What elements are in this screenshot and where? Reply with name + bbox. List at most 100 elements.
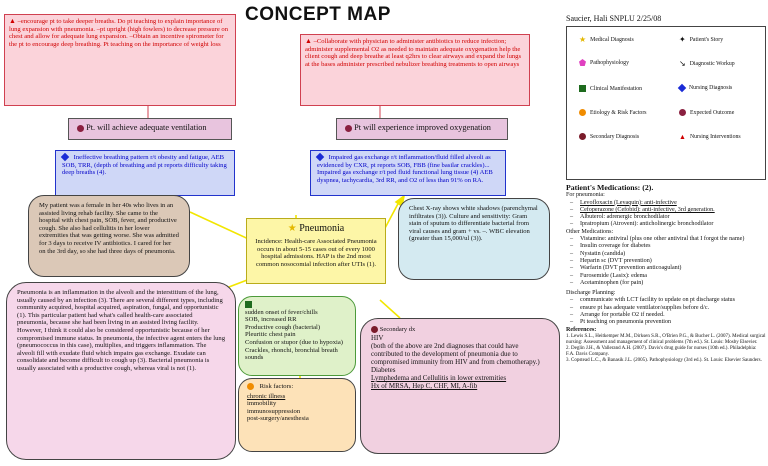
med-item: Cefoperazone (Cefobid): anti-infective, … [566,207,766,215]
risk-item: post-surgery/anesthesia [247,415,309,423]
diagnosis-heading: Pneumonia [299,223,345,234]
discharge-item: communicate with LCT facility to update … [566,297,766,305]
triangle-icon: ▲ [679,133,686,141]
manifestation-item: SOB, increased RR [245,316,297,324]
legend-label: Etiology & Risk Factors [590,109,647,116]
star-outline-icon: ✦ [679,35,686,44]
secondary-hiv-note: (both of the above are 2nd diagnoses tha… [371,342,540,366]
legend-label: Nursing Interventions [689,134,741,140]
outcome-dot-icon [679,109,686,116]
med-item: Heparin sc (DVT prevention) [566,258,766,266]
medications-heading: Patient's Medications: (2). [566,183,654,192]
intervention-left: ▲ –encourage pt to take deeper breaths. … [4,14,236,106]
discharge-item: Arrange for portable O2 if needed. [566,312,766,320]
page-title: CONCEPT MAP [245,4,391,25]
pneumonia-med-list: Levofloxacin (Levaquin): anti-infective … [566,200,766,229]
med-item: Levofloxacin (Levaquin): anti-infective [566,200,766,208]
legend-diagnostic-workup: ↘Diagnostic Workup [679,59,735,68]
legend: ★Medical Diagnosis ✦Patient's Story Path… [566,26,766,180]
outcome-dot-icon [77,124,84,132]
legend-patients-story: ✦Patient's Story [679,35,723,44]
legend-medical-diagnosis: ★Medical Diagnosis [579,35,634,44]
risk-item: chronic illness [247,392,286,400]
orange-circle-icon [579,109,586,116]
legend-label: Pathophysiology [590,59,629,66]
legend-etiology: Etiology & Risk Factors [579,109,647,116]
reference-item: 3. Copstead L.C., & Banasik J.L. (2005).… [566,357,762,363]
discharge-list: communicate with LCT facility to update … [566,297,766,326]
pathophysiology: Pneumonia is an inflammation in the alve… [6,282,236,460]
intervention-left-text: –encourage pt to take deeper breaths. Do… [9,18,229,48]
legend-clinical-manifestation: Clinical Manifestation [579,85,642,92]
legend-pathophysiology: Pathophysiology [579,59,629,66]
references-heading: References: [566,326,597,333]
secondary-diabetes: Diabetes [371,366,396,374]
diamond-icon [677,83,687,93]
other-meds-heading: Other Medications: [566,228,614,235]
legend-expected-outcome: Expected Outcome [679,109,734,116]
legend-label: Medical Diagnosis [590,36,634,43]
manifestation-item: Productive cough (bacterial) [245,323,321,331]
med-item: Acetaminophen (for pain) [566,280,766,288]
intervention-triangle-icon: ▲ [305,37,312,45]
goal-right-text: Pt will experience improved oxygenation [354,123,491,132]
med-item: Vistamine: antiviral (plus one other ant… [566,236,766,244]
legend-nursing-diagnosis: Nursing Diagnosis [677,83,732,93]
author-line: Saucier, Hali SNPLU 2/25/08 [566,14,662,23]
reference-item: 1. Lewis S.L., Heitkemper M.M., Dirksen … [566,333,766,345]
goal-left-text: Pt. will achieve adequate ventilation [86,123,207,132]
legend-label: Expected Outcome [690,109,735,116]
risk-item: immunosuppression [247,407,301,415]
outcome-dot-icon [345,124,352,132]
manifestation-item: Crackles, rhonchi, bronchial breath soun… [245,346,338,362]
intervention-right: ▲ –Collaborate with physician to adminis… [300,34,530,106]
pink-shape-icon [579,59,586,66]
risk-factors: Risk factors: chronic illness immobility… [238,378,356,452]
med-item: Ipratropium (Atrovent): anticholinergic … [566,221,766,229]
intervention-right-text: –Collaborate with physician to administe… [305,38,522,68]
manifestation-item: Confusion or stupor (due to hypoxia) [245,338,343,346]
manifestation-item: sudden onset of fever/chills [245,308,318,316]
reference-item: 2. Deglin J.H., & Vallerand A.H. (2007).… [566,345,757,357]
pathophysiology-text: Pneumonia is an inflammation in the alve… [17,289,226,372]
legend-label: Secondary Diagnosis [590,133,640,140]
clinical-manifestations: sudden onset of fever/chills SOB, increa… [238,296,356,376]
reference-list: 1. Lewis S.L., Heitkemper M.M., Dirksen … [566,334,766,364]
med-item: Furosemide (Lasix): edema [566,273,766,281]
medical-diagnosis: ★ Pneumonia Incidence: Health-care Assoc… [246,218,386,284]
discharge-item: ensure pt has adequate ventilator/suppli… [566,305,766,313]
med-item: Warfarin (DVT prevention anticoagulant) [566,265,766,273]
medications-subhead: For pneumonia: [566,192,605,199]
diagnostic-workup-text: Chest X-ray shows white shadows (parench… [409,205,538,243]
orange-circle-icon [247,383,254,390]
legend-label: Clinical Manifestation [590,85,642,92]
green-square-icon [245,301,252,308]
secondary-heading: Secondary dx [379,326,416,333]
nursing-dx-left-text: Ineffective breathing pattern r/t obesit… [62,154,227,177]
manifestation-list: sudden onset of fever/chills SOB, increa… [245,309,349,362]
legend-nursing-interventions: ▲Nursing Interventions [679,133,741,141]
secondary-dot-icon [579,133,586,140]
green-square-icon [579,85,586,92]
risk-item: immobility [247,400,277,408]
patient-story-text: My patient was a female in her 40s who l… [39,202,179,255]
med-item: Albuterol: adrenergic bronchodilator [566,214,766,222]
legend-label: Patient's Story [689,36,724,43]
med-item: Nystatin (candida) [566,251,766,259]
star-icon: ★ [287,223,297,234]
nursing-dx-right-text: Impaired gas exchange r/t inflammation/f… [317,154,493,184]
diamond-icon [315,153,325,162]
goal-right: Pt will experience improved oxygenation [336,118,508,140]
medications-panel: Patient's Medications: (2). For pneumoni… [566,183,766,364]
diagnostic-workup: Chest X-ray shows white shadows (parench… [398,198,550,280]
nursing-dx-right: Impaired gas exchange r/t inflammation/f… [310,150,506,196]
star-icon: ★ [579,35,587,44]
diamond-icon [60,153,70,162]
secondary-dot-icon [371,325,378,333]
intervention-triangle-icon: ▲ [9,17,16,25]
manifestation-item: Pleuritic chest pain [245,331,296,339]
diagnosis-incidence: Incidence: Health-care Associated Pneumo… [255,238,377,268]
secondary-hiv: HIV [371,334,384,342]
other-med-list: Vistamine: antiviral (plus one other ant… [566,236,766,287]
diagnosis-heading-row: ★ Pneumonia [253,223,379,235]
